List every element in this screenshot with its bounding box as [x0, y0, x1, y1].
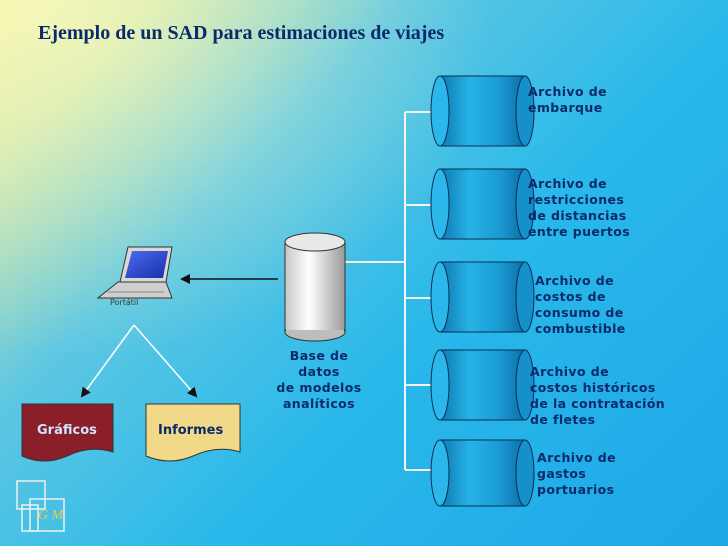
informes-document-shape — [145, 403, 241, 462]
informes-label: Informes — [158, 423, 224, 438]
page-title: Ejemplo de un SAD para estimaciones de v… — [38, 22, 445, 44]
logo-text: G M — [38, 508, 65, 523]
connector-bracket — [345, 111, 440, 471]
file-label-portuarios: Archivo de gastos portuarios — [537, 450, 616, 497]
database-cylinder-icon — [284, 232, 346, 342]
file-label-restricciones: Archivo de restricciones de distancias e… — [528, 176, 631, 239]
file-cylinder-portuarios — [430, 439, 535, 507]
laptop-icon — [96, 246, 173, 299]
graficos-label: Gráficos — [37, 423, 97, 438]
arrow-laptop-to-graficos — [80, 324, 135, 398]
file-cylinder-restricciones — [430, 168, 535, 240]
file-cylinder-embarque — [430, 75, 535, 147]
laptop-caption: Portátil — [110, 298, 139, 307]
file-label-embarque: Archivo de embarque — [528, 84, 607, 115]
database-label: Base de datos de modelos analíticos — [276, 348, 362, 411]
file-label-fletes: Archivo de costos históricos de la contr… — [530, 364, 666, 427]
file-cylinder-fletes — [430, 349, 535, 421]
arrow-laptop-to-informes — [133, 324, 198, 398]
file-cylinder-combustible — [430, 261, 535, 333]
logo-icon: G M — [16, 480, 65, 532]
file-label-combustible: Archivo de costos de consumo de combusti… — [535, 273, 626, 336]
graficos-document-shape — [21, 403, 114, 462]
